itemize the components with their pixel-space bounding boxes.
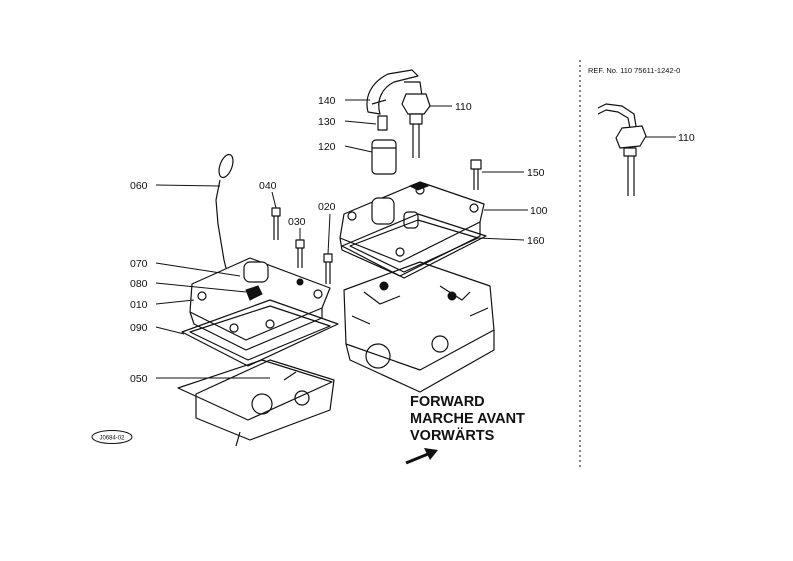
bolt-040	[271, 207, 281, 240]
transmission-case-right	[343, 261, 495, 393]
reference-number: REF. No. 110 75611-1242-0	[588, 66, 680, 75]
callout-160: 160	[527, 235, 545, 247]
bolt-150	[470, 159, 482, 190]
drawing-code-badge: J0684-02	[91, 430, 133, 444]
callout-030: 030	[288, 216, 306, 228]
callout-010: 010	[130, 299, 148, 311]
dipstick-060	[215, 153, 234, 269]
callout-150: 150	[527, 167, 545, 179]
fitting-110	[401, 81, 431, 158]
bolt-020	[323, 253, 333, 284]
direction-line-1: FORWARD	[410, 394, 485, 410]
svg-text:J0684-02: J0684-02	[99, 436, 125, 442]
callout-020: 020	[318, 201, 336, 213]
callout-050: 050	[130, 373, 148, 385]
callout-140: 140	[318, 95, 336, 107]
callout-130: 130	[318, 116, 336, 128]
callout-090: 090	[130, 322, 148, 334]
leader-lines	[155, 99, 528, 379]
inset-fitting-110	[597, 103, 647, 196]
callout-040: 040	[259, 180, 277, 192]
pipe-140	[366, 69, 419, 115]
cover-010	[189, 257, 331, 351]
callout-110-inset: 110	[678, 132, 695, 144]
gasket-050	[177, 359, 333, 421]
callout-080: 080	[130, 278, 148, 290]
direction-line-2: MARCHE AVANT	[410, 411, 525, 427]
callout-110: 110	[455, 101, 472, 113]
callout-120: 120	[318, 141, 336, 153]
callout-100: 100	[530, 205, 548, 217]
filter-120	[371, 139, 397, 175]
forward-arrow-icon	[405, 448, 438, 465]
nipple-130	[377, 115, 388, 131]
callout-060: 060	[130, 180, 148, 192]
bolt-030	[295, 239, 305, 268]
transmission-case-left	[195, 359, 335, 447]
callout-070: 070	[130, 258, 148, 270]
cover-100	[339, 181, 485, 277]
direction-line-3: VORWÄRTS	[410, 427, 495, 444]
gasket-090	[181, 299, 339, 367]
